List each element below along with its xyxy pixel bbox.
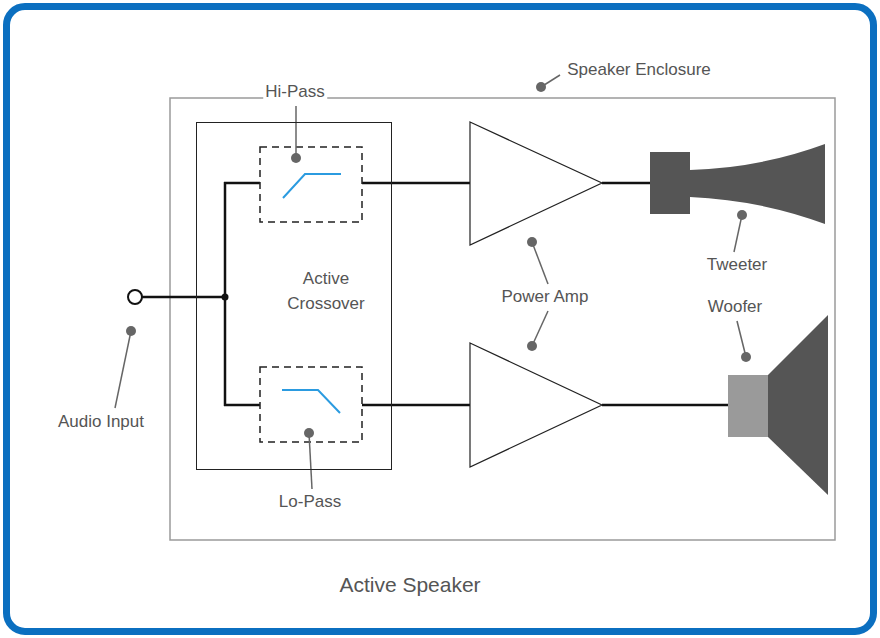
tweeter-horn	[690, 144, 825, 224]
leader-lines	[115, 75, 746, 489]
crossover-box: Active Crossover	[196, 122, 392, 470]
woofer-cone	[768, 315, 828, 495]
woofer-magnet	[728, 375, 768, 437]
part-label: Speaker Enclosure	[565, 60, 713, 80]
hi-pass-curve	[283, 174, 341, 198]
part-label: Power Amp	[500, 287, 591, 307]
tweeter-driver	[650, 152, 690, 214]
node-label: Active Crossover	[266, 267, 386, 316]
leader-dots	[126, 82, 751, 438]
part-label: Lo-Pass	[277, 492, 343, 512]
hi-pass-filter	[260, 147, 362, 222]
speaker-enclosure	[170, 98, 835, 540]
part-label: Audio Input	[56, 412, 146, 432]
part-label: Woofer	[706, 297, 765, 317]
junction-dot	[222, 294, 229, 301]
part-label: Hi-Pass	[263, 82, 327, 102]
amp-triangle	[470, 343, 602, 467]
input-jack	[128, 290, 142, 304]
diagram-title: Active Speaker	[339, 572, 480, 597]
amp-triangle	[470, 122, 602, 245]
part-label: Tweeter	[705, 255, 769, 275]
signal-wires	[142, 182, 728, 406]
lo-pass-filter	[260, 367, 362, 442]
lo-pass-curve	[282, 390, 340, 413]
